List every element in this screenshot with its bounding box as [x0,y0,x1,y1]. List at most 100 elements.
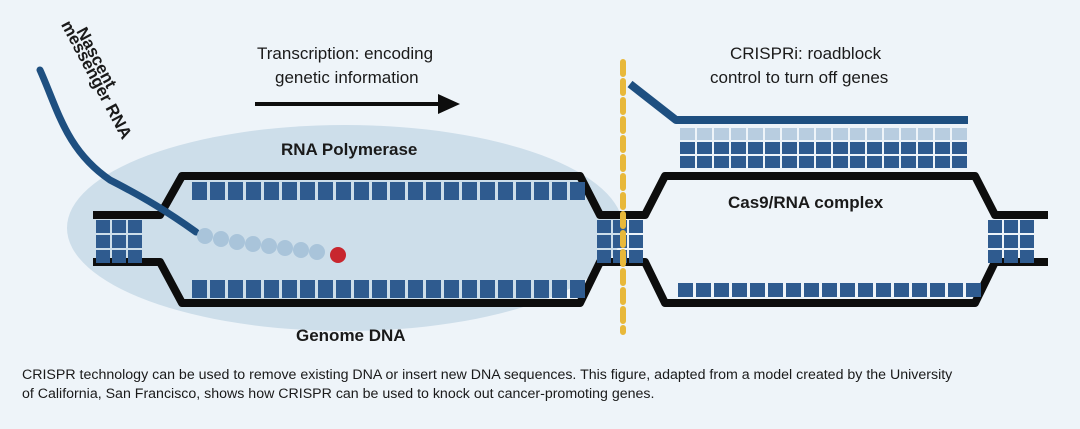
base-pair-block [833,128,848,140]
base-pair-block [516,280,531,298]
base-pair-block [714,128,729,140]
base-pair-block [884,156,899,168]
base-pair-block [988,250,1002,263]
cas9-complex-label: Cas9/RNA complex [728,193,884,212]
base-pair-block [246,280,261,298]
base-pair-block [128,220,142,233]
base-pair-block [750,283,765,297]
figure-caption: CRISPR technology can be used to remove … [22,366,1062,404]
base-pair-block [112,250,126,263]
base-pair-block [444,182,459,200]
base-pair-block [714,142,729,154]
base-pair-block [372,280,387,298]
base-pair-block [918,128,933,140]
base-pair-block [988,235,1002,248]
base-pair-block [318,280,333,298]
base-pair-block [426,280,441,298]
transcription-label-line1: Transcription: encoding [257,44,434,63]
base-pair-block [714,156,729,168]
rna-bead [277,240,293,256]
base-pair-block [930,283,945,297]
rna-bead [261,238,277,254]
base-pair-block [966,283,981,297]
base-pair-block [799,142,814,154]
base-pair-block [782,128,797,140]
base-pair-block [884,128,899,140]
base-pair-block [850,128,865,140]
base-pair-block [901,156,916,168]
base-pair-block [597,250,611,263]
base-pair-block [678,283,693,297]
transcription-arrow [255,94,460,114]
rna-bead [197,228,213,244]
base-pair-block [816,128,831,140]
base-pair-block [96,235,110,248]
base-pair-block [858,283,873,297]
base-pair-block [732,283,747,297]
rna-bead [293,242,309,258]
base-pair-block [112,235,126,248]
base-pair-block [731,142,746,154]
base-pair-block [816,156,831,168]
rna-bead [229,234,245,250]
base-pair-block [952,142,967,154]
nascent-rna-strand [36,66,200,236]
base-pair-block [867,156,882,168]
base-pair-block [534,280,549,298]
base-pair-block [714,283,729,297]
base-pair-block [498,182,513,200]
base-pair-block [128,235,142,248]
rna-bead [213,231,229,247]
base-pair-block [952,156,967,168]
polymerase-active-site [330,247,346,263]
base-pairs-bubble-top [192,182,585,200]
base-pair-block [552,182,567,200]
base-pair-block [988,220,1002,233]
base-pair-block [408,182,423,200]
base-pair-block [786,283,801,297]
base-pair-block [901,128,916,140]
base-pair-block [952,128,967,140]
base-pair-block [462,182,477,200]
base-pair-block [498,280,513,298]
base-pair-block [480,182,495,200]
base-pair-block [336,182,351,200]
base-pair-block [680,142,695,154]
base-pair-block [318,182,333,200]
base-pair-block [534,182,549,200]
base-pair-block [462,280,477,298]
base-pair-block [354,280,369,298]
base-pair-block [918,156,933,168]
base-pair-block [696,283,711,297]
base-pair-block [697,128,712,140]
base-pair-block [264,280,279,298]
base-pair-block [822,283,837,297]
base-pair-block [112,220,126,233]
base-pair-block [444,280,459,298]
base-pairs-cas9-bottom [678,283,981,297]
base-pair-block [912,283,927,297]
base-pair-block [282,280,297,298]
base-pair-block [894,283,909,297]
base-pair-block [1004,250,1018,263]
base-pair-block [731,128,746,140]
base-pair-block [629,235,643,248]
base-pairs-left-duplex [96,220,142,263]
base-pairs-bubble-bottom [192,280,585,298]
base-pair-block [748,156,763,168]
base-pair-block [228,182,243,200]
base-pair-block [935,128,950,140]
rna-bead [245,236,261,252]
base-pair-block [748,142,763,154]
base-pair-block [816,142,831,154]
base-pair-block [96,220,110,233]
base-pair-block [782,156,797,168]
base-pair-block [480,280,495,298]
base-pair-block [390,280,405,298]
base-pair-block [799,156,814,168]
base-pair-block [918,142,933,154]
base-pair-block [516,182,531,200]
base-pair-block [629,250,643,263]
base-pair-block [680,156,695,168]
base-pair-block [935,142,950,154]
